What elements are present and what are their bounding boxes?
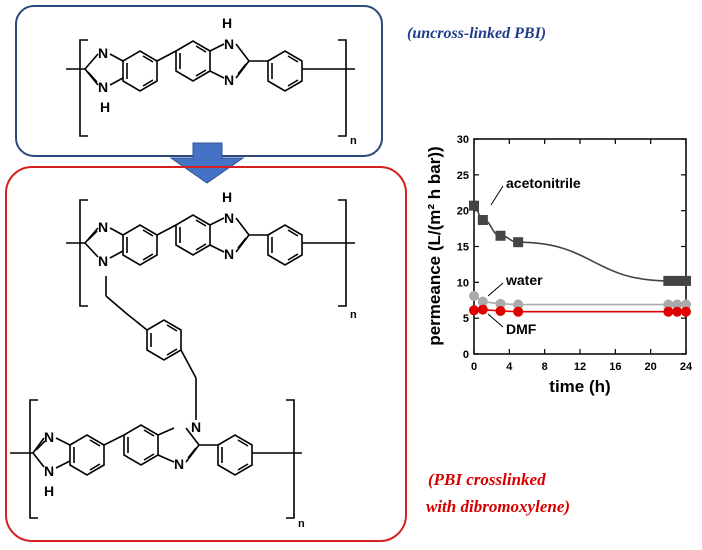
acetonitrile-label: acetonitrile — [506, 175, 581, 191]
water-point — [672, 299, 683, 310]
dmf-point — [513, 306, 524, 317]
water-point — [513, 299, 524, 310]
series-layer — [469, 200, 691, 317]
dmf-point — [663, 306, 674, 317]
atom-label: N — [224, 36, 234, 52]
acetonitrile-point — [495, 230, 506, 241]
acetonitrile-point — [663, 275, 674, 286]
water-series — [469, 290, 691, 310]
caption-uncrosslinked: (uncross-linked PBI) — [407, 25, 546, 42]
atom-label: N — [224, 72, 234, 88]
uncrosslinked-pbi-structure — [66, 39, 355, 137]
x-tick-label: 16 — [609, 361, 621, 373]
water-label: water — [505, 272, 543, 288]
acetonitrile-point — [469, 200, 479, 211]
x-tick-label: 4 — [506, 361, 513, 373]
atom-label: N — [44, 463, 54, 479]
repeat-subscript: n — [298, 518, 305, 530]
water-point — [469, 290, 479, 301]
dmf-point — [469, 305, 479, 316]
acetonitrile-line — [473, 204, 686, 282]
x-tick-label: 20 — [645, 361, 657, 373]
y-axis-title: permeance (L/(m² h bar)) — [425, 146, 444, 345]
y-tick-label: 0 — [463, 349, 469, 361]
permeance-chart: 0 5 10 15 20 25 30 0 4 8 12 16 20 24 time (h) permea… — [425, 134, 693, 396]
y-tick-label: 30 — [457, 134, 469, 146]
crosslinked-pbi-box — [5, 166, 407, 542]
acetonitrile-point — [513, 237, 524, 248]
atom-label: N — [98, 45, 108, 61]
dmf-point — [477, 304, 488, 315]
uncrosslinked-pbi-atoms: N N H H N N n — [98, 15, 357, 147]
atom-label: N — [98, 79, 108, 95]
x-tick-label: 8 — [542, 361, 548, 373]
x-axis-title: time (h) — [549, 377, 610, 396]
x-axis-ticks: 0 4 8 12 16 20 24 — [471, 139, 693, 373]
atom-label: H — [222, 189, 232, 205]
water-point — [681, 299, 691, 310]
x-tick-label: 24 — [680, 361, 693, 373]
atom-label: H — [44, 483, 54, 499]
water-line — [473, 295, 686, 306]
acetonitrile-leader — [490, 185, 504, 206]
y-tick-label: 15 — [457, 242, 469, 254]
atom-label: N — [191, 419, 201, 435]
crosslinked-pbi-structure — [10, 199, 355, 519]
crosslinked-pbi-atoms: N N H N N n N N H N N n — [44, 189, 357, 530]
dmf-point — [681, 306, 691, 317]
y-tick-label: 25 — [457, 170, 469, 182]
acetonitrile-point — [477, 214, 488, 225]
caption-crosslinked-line1: (PBI crosslinked — [428, 470, 546, 489]
uncrosslinked-pbi-box — [15, 5, 383, 157]
caption-crosslinked-line2: with dibromoxylene) — [426, 497, 570, 516]
water-point — [477, 296, 488, 307]
y-axis-ticks: 0 5 10 15 20 25 30 — [457, 134, 686, 361]
atom-label: N — [98, 253, 108, 269]
dmf-point — [672, 306, 683, 317]
dmf-label: DMF — [506, 321, 537, 337]
acetonitrile-point — [681, 275, 691, 286]
atom-label: H — [222, 15, 232, 31]
y-tick-label: 5 — [463, 313, 469, 325]
dmf-series — [469, 304, 691, 317]
water-point — [663, 299, 674, 310]
transformation-arrow — [169, 142, 245, 184]
repeat-subscript: n — [350, 309, 357, 321]
y-tick-label: 20 — [457, 206, 469, 218]
atom-label: N — [98, 219, 108, 235]
atom-label: N — [224, 246, 234, 262]
acetonitrile-point — [672, 275, 683, 286]
water-point — [495, 298, 506, 309]
atom-label: N — [44, 429, 54, 445]
dmf-point — [495, 306, 506, 316]
x-tick-label: 12 — [574, 361, 586, 373]
acetonitrile-series — [469, 200, 691, 286]
repeat-subscript: n — [350, 135, 357, 147]
x-tick-label: 0 — [471, 361, 477, 373]
atom-label: N — [224, 210, 234, 226]
atom-label: N — [174, 456, 184, 472]
water-leader — [487, 282, 504, 297]
dmf-leader — [487, 313, 504, 328]
y-tick-label: 10 — [457, 277, 469, 289]
atom-label: H — [100, 99, 110, 115]
dmf-line — [473, 308, 686, 313]
